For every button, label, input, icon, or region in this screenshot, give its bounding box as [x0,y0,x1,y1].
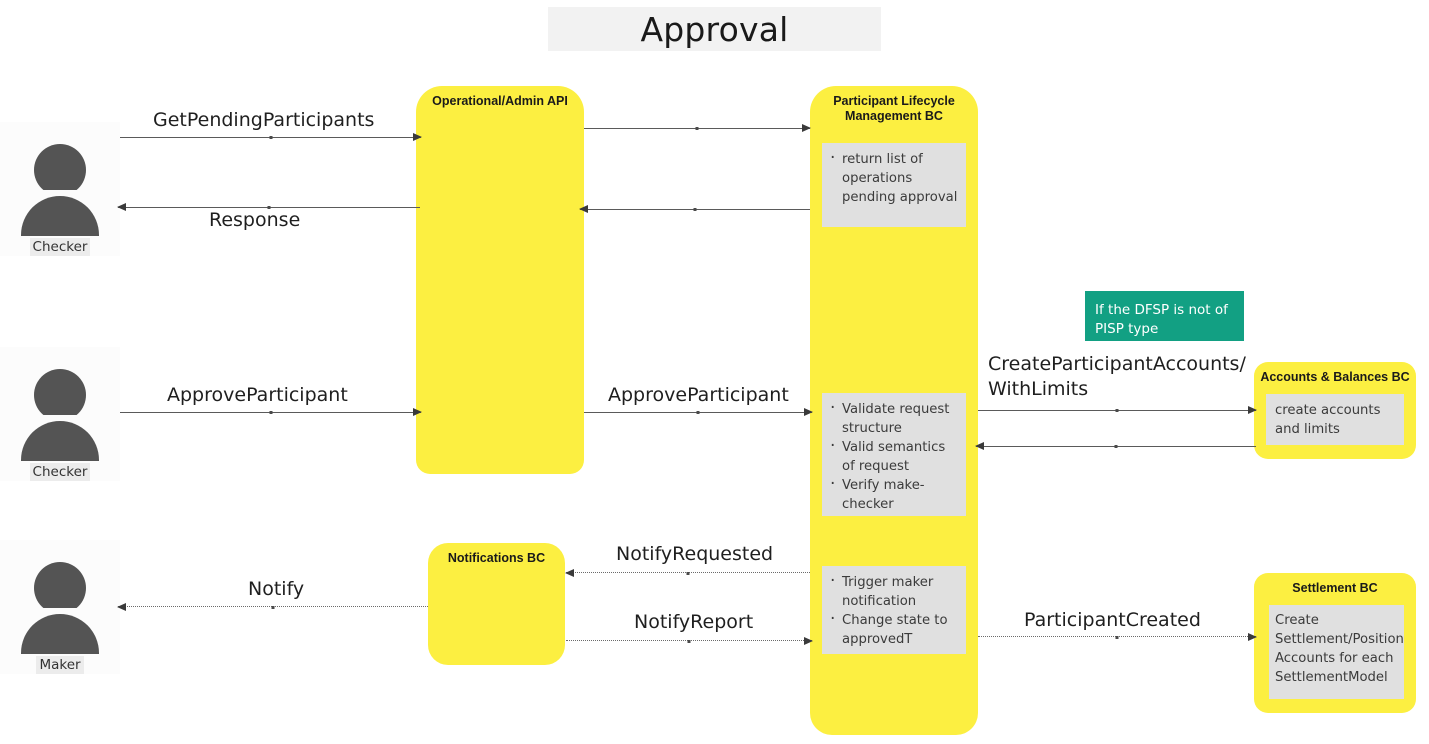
note-item: Trigger maker notification [828,572,958,611]
arrow-label-approve-participant-right: ApproveParticipant [608,384,789,406]
lifeline-operational-admin-api[interactable]: Operational/Admin API [416,86,584,474]
actor-checker-mid: Checker [0,347,120,481]
page-title: Approval [548,7,881,51]
arrow-accounts-balances-reply [975,442,1256,450]
actor-label: Maker [36,656,84,674]
arrow-label-notify-requested: NotifyRequested [616,543,774,565]
arrow-label-create-participant-accounts: CreateParticipantAccounts/ WithLimits [988,353,1246,400]
lifeline-title: Participant Lifecycle Management BC [833,94,955,123]
note-text: Create Settlement/Position Accounts for … [1275,613,1404,685]
note-item: Change state to approvedT [828,610,958,649]
actor-label: Checker [29,238,91,256]
lifeline-notifications-bc[interactable]: Notifications BC [428,543,565,665]
actor-label: Checker [29,463,91,481]
arrow-label-participant-created: ParticipantCreated [1024,609,1201,631]
lifeline-title: Notifications BC [447,551,546,565]
arrow-create-participant-accounts [978,406,1257,414]
note-text: create accounts and limits [1275,403,1381,437]
arrow-notify-report [566,637,813,645]
arrow-label-get-pending-participants: GetPendingParticipants [153,109,375,131]
page-title-text: Approval [640,9,789,49]
user-icon [0,122,120,237]
lifeline-accounts-balances-bc[interactable]: Accounts & Balances BC create accounts a… [1254,362,1416,459]
note-settlement: Create Settlement/Position Accounts for … [1269,605,1404,699]
arrow-label-notify: Notify [248,578,305,600]
arrow-label-approve-participant-left: ApproveParticipant [167,384,348,406]
arrow-notify [117,603,428,611]
note-validate-request: Validate request structure Valid semanti… [822,393,966,516]
user-icon [0,347,120,462]
arrow-response-back [579,205,810,213]
lifeline-title: Operational/Admin API [432,94,568,108]
note-item: Validate request structure [828,399,958,438]
note-accounts-balances: create accounts and limits [1266,394,1404,445]
note-condition-dfsp-type: If the DFSP is not of PISP type [1085,291,1244,341]
user-icon [0,540,120,655]
arrow-approve-participant-left [120,408,422,416]
arrow-participant-created [978,633,1257,641]
note-condition-text: If the DFSP is not of PISP type [1095,302,1228,337]
arrow-label-response: Response [209,209,301,231]
arrow-label-notify-report: NotifyReport [634,611,754,633]
lifeline-settlement-bc[interactable]: Settlement BC Create Settlement/Position… [1254,573,1416,713]
arrow-response [117,203,420,211]
lifeline-title: Accounts & Balances BC [1260,370,1410,384]
arrow-approve-participant-right [584,408,813,416]
note-pending-approval: return list of operations pending approv… [822,143,966,227]
note-item: return list of operations pending approv… [828,149,958,207]
note-trigger-maker-notification: Trigger maker notification Change state … [822,566,966,654]
note-item: Valid semantics of request [828,437,958,476]
arrow-get-pending-participants [120,133,422,141]
arrow-get-pending-participants-forward [584,124,811,132]
arrow-notify-requested [565,569,810,577]
note-item: Verify make-checker [828,475,958,514]
lifeline-title: Settlement BC [1292,581,1378,595]
actor-maker-bottom: Maker [0,540,120,674]
actor-checker-top: Checker [0,122,120,256]
